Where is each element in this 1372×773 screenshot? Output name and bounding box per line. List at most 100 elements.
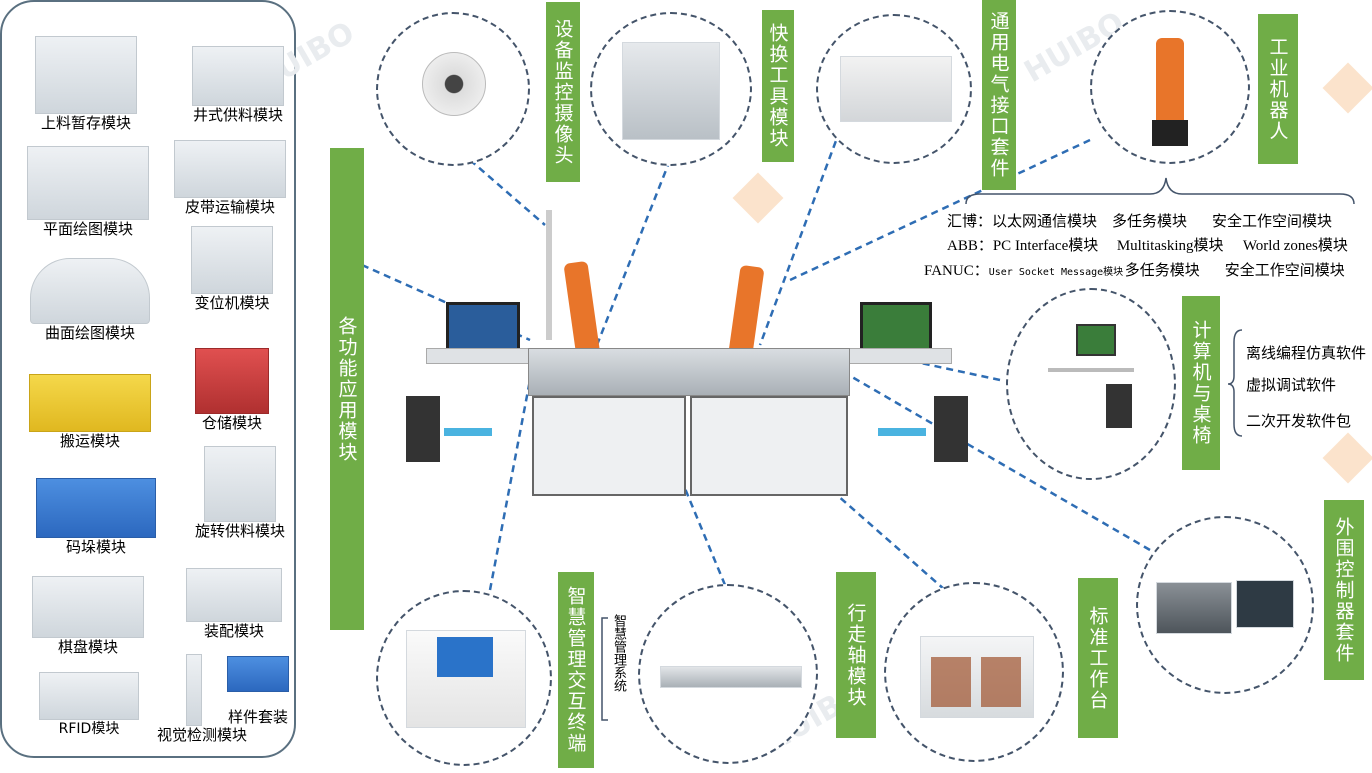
module-item: 样件套装 — [218, 656, 298, 726]
module-label: 码垛模块 — [65, 538, 126, 556]
controller-circle — [1136, 516, 1314, 694]
quick-tool-label: 快换工具模块 — [762, 10, 794, 162]
left-stool — [444, 428, 492, 496]
cabinet-right — [690, 396, 848, 496]
computer-software-item: 二次开发软件包 — [1246, 412, 1352, 430]
workbench-label: 标准工作台 — [1078, 578, 1118, 738]
module-item: 平面绘图模块 — [20, 146, 156, 238]
software-item: User Socket Message模块 — [988, 267, 1124, 278]
module-item: 皮带运输模块 — [168, 140, 292, 216]
module-image — [186, 568, 282, 622]
controller-text: 外围控制器套件 — [1332, 516, 1355, 664]
function-modules-label: 各功能应用模块 — [330, 148, 364, 630]
module-image — [29, 374, 151, 432]
right-stool — [878, 428, 926, 496]
module-image — [27, 146, 149, 220]
module-image — [186, 654, 202, 726]
brand-label: 汇博： — [947, 212, 993, 230]
software-item: Multitasking模块 — [1116, 238, 1224, 254]
module-image — [35, 36, 137, 114]
computer-circle — [1006, 288, 1176, 480]
robot-label: 工业机器人 — [1258, 14, 1298, 164]
workbench-image — [920, 636, 1034, 718]
terminal-text: 智慧管理交互终端 — [564, 586, 587, 754]
module-item: 视觉检测模块 — [150, 654, 254, 744]
module-item: RFID模块 — [34, 672, 144, 738]
module-item: 仓储模块 — [180, 348, 284, 432]
software-item: 安全工作空间模块 — [1224, 261, 1345, 279]
module-image — [32, 576, 144, 638]
computer-software-item: 虚拟调试软件 — [1246, 376, 1337, 394]
software-item: PC Interface模块 — [992, 238, 1099, 254]
camera-text: 设备监控摄像头 — [551, 18, 574, 166]
module-item: 棋盘模块 — [20, 576, 156, 656]
electrical-label: 通用电气接口套件 — [982, 0, 1016, 190]
robot-software-row: ABB：PC Interface模块 Multitasking模块 World zo… — [947, 234, 1348, 255]
track-image — [660, 666, 802, 688]
computer-software-bracket — [1227, 329, 1243, 437]
track-text: 行走轴模块 — [844, 602, 867, 708]
left-robot-arm — [563, 260, 601, 360]
terminal-system-text: 智慧管理系统 — [611, 614, 626, 692]
left-desk — [426, 348, 538, 364]
module-item: 上料暂存模块 — [26, 36, 146, 132]
module-label: 变位机模块 — [194, 294, 270, 312]
workbench-connector — [819, 479, 946, 591]
module-label: RFID模块 — [58, 721, 120, 737]
module-panel — [0, 0, 296, 758]
terminal-image — [406, 630, 526, 728]
terminal-label: 智慧管理交互终端 — [558, 572, 594, 768]
camera-pole — [546, 210, 552, 340]
work-surface — [528, 348, 850, 396]
robot-image — [1156, 38, 1184, 128]
robot-software-bracket — [965, 177, 1355, 205]
module-label: 旋转供料模块 — [194, 522, 285, 540]
left-pc-tower — [406, 396, 440, 462]
module-label: 上料暂存模块 — [40, 114, 131, 132]
robot-base — [1152, 120, 1188, 146]
module-image — [192, 46, 284, 106]
workbench-circle — [884, 582, 1064, 762]
camera-circle — [376, 12, 530, 166]
module-label: 皮带运输模块 — [184, 198, 275, 216]
robot-software-row: FANUC：User Socket Message模块多任务模块安全工作空间模块 — [924, 259, 1345, 280]
plc-image — [1156, 582, 1232, 634]
module-image — [30, 258, 150, 324]
electrical-circle — [816, 14, 972, 164]
right-desk — [840, 348, 952, 364]
camera-connector — [469, 159, 546, 226]
module-item: 装配模块 — [174, 568, 294, 640]
module-label: 井式供料模块 — [192, 106, 283, 124]
robot-circle — [1090, 10, 1250, 164]
workbench-text: 标准工作台 — [1086, 605, 1109, 711]
brand-label: ABB： — [947, 238, 993, 254]
track-circle — [638, 584, 818, 764]
terminal-circle — [376, 590, 552, 766]
camera-label: 设备监控摄像头 — [546, 2, 580, 182]
electrical-text: 通用电气接口套件 — [987, 11, 1010, 179]
software-item: 多任务模块 — [1112, 212, 1188, 230]
function-connector — [361, 263, 531, 342]
module-item: 井式供料模块 — [178, 46, 298, 124]
camera-image — [404, 40, 504, 140]
module-item: 搬运模块 — [22, 374, 158, 450]
module-label: 仓储模块 — [201, 414, 262, 432]
training-platform — [406, 200, 968, 500]
module-label: 样件套装 — [227, 708, 288, 726]
terminal-bracket — [601, 617, 608, 721]
electrical-connector — [758, 129, 842, 346]
brand-label: FANUC： — [924, 263, 989, 279]
software-item: World zones模块 — [1242, 238, 1348, 254]
software-item: 安全工作空间模块 — [1212, 212, 1333, 230]
controller-label: 外围控制器套件 — [1324, 500, 1364, 680]
module-image — [36, 478, 156, 538]
right-pc-tower — [934, 396, 968, 462]
robot-software-row: 汇博：以太网通信模块多任务模块 安全工作空间模块 — [947, 210, 1332, 231]
module-image — [191, 226, 273, 294]
module-label: 装配模块 — [203, 622, 264, 640]
computer-image — [1048, 324, 1136, 444]
module-image — [174, 140, 286, 198]
module-image — [227, 656, 289, 692]
robot-text: 工业机器人 — [1266, 36, 1289, 142]
software-item: 以太网通信模块 — [992, 212, 1098, 230]
